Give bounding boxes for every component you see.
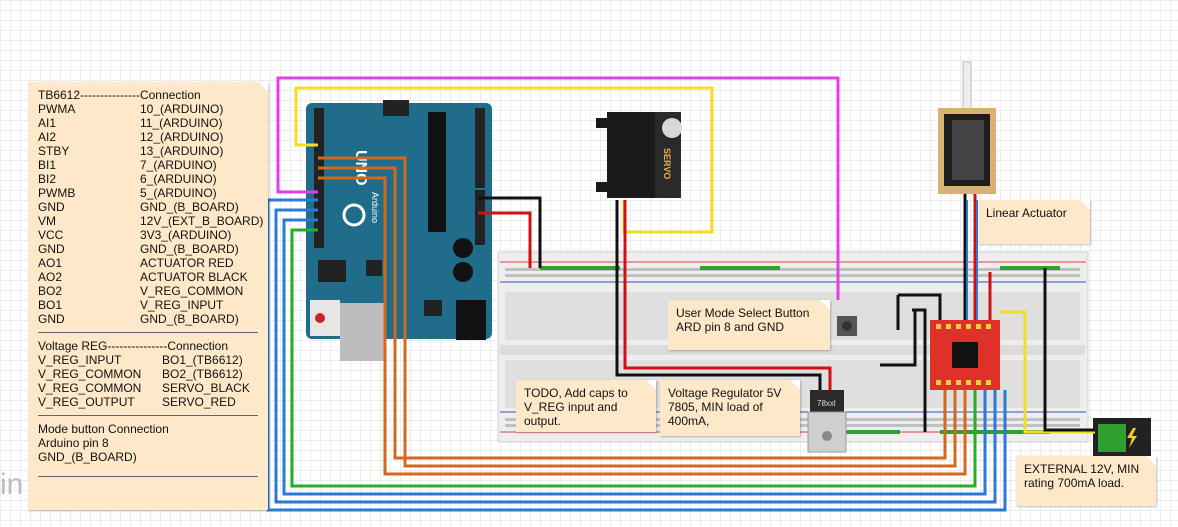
pin-connection: ACTUATOR BLACK — [140, 270, 248, 284]
note-fold-corner — [1146, 456, 1156, 466]
pin-connection: 12_(ARDUINO) — [140, 130, 224, 144]
pin-name: GND — [38, 312, 65, 326]
pin-name: AO1 — [38, 256, 63, 270]
pin-connection: ACTUATOR RED — [140, 256, 234, 270]
tb6612-connection-note: TB6612---------------Connection PWMA 10_(… — [28, 82, 268, 510]
table-row: BI2 6_(ARDUINO) — [38, 172, 268, 186]
table-row: V_REG_OUTPUT SERVO_RED — [38, 395, 268, 409]
pin-name: VM — [38, 214, 56, 228]
pin-connection: GND_(B_BOARD) — [140, 200, 239, 214]
pin-connection: V_REG_COMMON — [140, 284, 244, 298]
pin-connection: GND_(B_BOARD) — [140, 312, 239, 326]
tb6612-driver-board — [930, 320, 1000, 390]
pin-name: AI1 — [38, 116, 57, 130]
pin-connection: SERVO_BLACK — [162, 381, 250, 395]
table-row: AI1 11_(ARDUINO) — [38, 116, 268, 130]
pin-name: PWMB — [38, 186, 76, 200]
pin-connection: 12V_(EXT_B_BOARD) — [140, 214, 264, 228]
pin-name: STBY — [38, 144, 70, 158]
pin-name: V_REG_OUTPUT — [38, 395, 135, 409]
linear-actuator-note: Linear Actuator — [978, 200, 1090, 244]
arduino-sub-label: Arduino — [370, 192, 380, 223]
table-row: V_REG_COMMON BO2_(TB6612) — [38, 367, 268, 381]
pin-name: AI2 — [38, 130, 57, 144]
pin-name: V_REG_COMMON — [38, 381, 142, 395]
watermark-fragment: in — [0, 468, 24, 501]
divider — [38, 332, 258, 333]
arduino-uno-board: UNO Arduino — [306, 100, 492, 361]
pin-connection: 6_(ARDUINO) — [140, 172, 217, 186]
table-row: STBY 13_(ARDUINO) — [38, 144, 268, 158]
table-row: BI1 7_(ARDUINO) — [38, 158, 268, 172]
pin-connection: 3V3_(ARDUINO) — [140, 228, 232, 242]
pin-connection: 5_(ARDUINO) — [140, 186, 217, 200]
table-row: GND GND_(B_BOARD) — [38, 200, 268, 214]
pin-name: AO2 — [38, 270, 63, 284]
pin-name: V_REG_COMMON — [38, 367, 142, 381]
note-text: Linear Actuator — [986, 206, 1067, 220]
note-fold-corner — [646, 380, 656, 390]
mode-line: Mode button Connection — [38, 422, 169, 436]
wires — [266, 76, 1095, 512]
table-row: V_REG_COMMON SERVO_BLACK — [38, 381, 268, 395]
divider — [38, 415, 258, 416]
divider — [38, 476, 258, 477]
regulator-label: 78xxl — [817, 399, 836, 408]
tb6612-header: TB6612---------------Connection — [38, 88, 201, 102]
pin-name: GND — [38, 200, 65, 214]
table-row: AI2 12_(ARDUINO) — [38, 130, 268, 144]
table-row: AO2 ACTUATOR BLACK — [38, 270, 268, 284]
note-fold-corner — [1080, 200, 1090, 210]
pin-name: BO2 — [38, 284, 63, 298]
mode-push-button — [837, 316, 857, 336]
power-jack — [1093, 418, 1151, 458]
table-row: GND GND_(B_BOARD) — [38, 242, 268, 256]
note-text: EXTERNAL 12V, MIN rating 700mA load. — [1024, 462, 1140, 490]
servo-motor: SERVO — [596, 112, 682, 198]
pin-connection: SERVO_RED — [162, 395, 236, 409]
mode-line: Arduino pin 8 — [38, 436, 109, 450]
table-row: BO2 V_REG_COMMON — [38, 284, 268, 298]
pin-name: V_REG_INPUT — [38, 353, 122, 367]
table-row: GND GND_(B_BOARD) — [38, 312, 268, 326]
table-row: VM 12V_(EXT_B_BOARD) — [38, 214, 268, 228]
table-row: VCC 3V3_(ARDUINO) — [38, 228, 268, 242]
note-text: User Mode Select Button ARD pin 8 and GN… — [676, 306, 810, 334]
table-row: PWMB 5_(ARDUINO) — [38, 186, 268, 200]
pin-connection: 13_(ARDUINO) — [140, 144, 224, 158]
pin-name: BI1 — [38, 158, 57, 172]
note-text: TODO, Add caps to V_REG input and output… — [524, 386, 628, 428]
note-fold-corner — [258, 82, 268, 92]
note-fold-corner — [790, 380, 800, 390]
pin-connection: GND_(B_BOARD) — [140, 242, 239, 256]
pin-connection: BO2_(TB6612) — [162, 367, 243, 381]
linear-actuator — [938, 61, 996, 194]
pin-name: PWMA — [38, 102, 76, 116]
note-fold-corner — [820, 300, 830, 310]
vreg-header: Voltage REG---------------Connection — [38, 339, 229, 353]
user-mode-note: User Mode Select Button ARD pin 8 and GN… — [668, 300, 830, 350]
table-row: PWMA 10_(ARDUINO) — [38, 102, 268, 116]
pin-connection: 7_(ARDUINO) — [140, 158, 217, 172]
note-text: Voltage Regulator 5V 7805, MIN load of 4… — [668, 386, 782, 428]
table-row: V_REG_INPUT BO1_(TB6612) — [38, 353, 268, 367]
pin-name: GND — [38, 242, 65, 256]
pin-name: VCC — [38, 228, 64, 242]
voltage-regulator-note: Voltage Regulator 5V 7805, MIN load of 4… — [660, 380, 800, 436]
pin-name: BI2 — [38, 172, 57, 186]
pin-connection: 11_(ARDUINO) — [140, 116, 223, 130]
pin-connection: V_REG_INPUT — [140, 298, 224, 312]
todo-note: TODO, Add caps to V_REG input and output… — [516, 380, 656, 432]
pin-name: BO1 — [38, 298, 63, 312]
pin-connection: BO1_(TB6612) — [162, 353, 243, 367]
table-row: AO1 ACTUATOR RED — [38, 256, 268, 270]
servo-label: SERVO — [662, 148, 672, 179]
table-row: BO1 V_REG_INPUT — [38, 298, 268, 312]
voltage-regulator: 78xxl — [807, 390, 847, 453]
external-power-note: EXTERNAL 12V, MIN rating 700mA load. — [1016, 456, 1156, 506]
mode-line: GND_(B_BOARD) — [38, 450, 137, 464]
pin-connection: 10_(ARDUINO) — [140, 102, 224, 116]
